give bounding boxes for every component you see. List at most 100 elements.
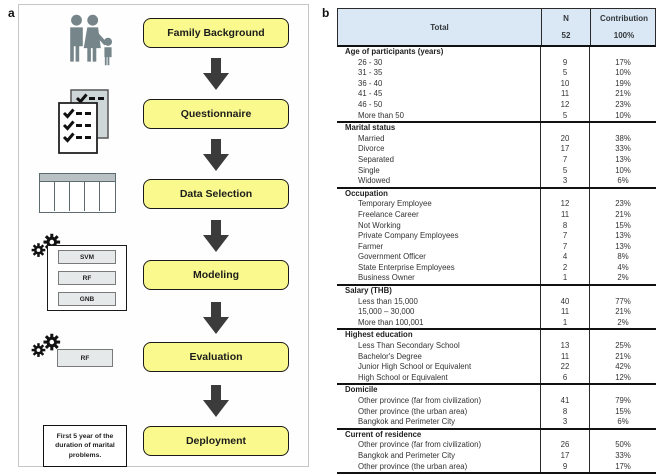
cell-n: 2 <box>540 262 590 274</box>
cell-n: 12 <box>540 199 590 210</box>
cell-n: 4 <box>540 252 590 263</box>
cell-n: 17 <box>540 450 590 462</box>
cell-c: 33% <box>615 144 631 154</box>
cell-label: State Enterprise Employees <box>358 262 455 272</box>
cell-label: Bangkok and Perimeter City <box>358 417 456 427</box>
cell-c: 19% <box>615 78 631 88</box>
col-header-total: Total <box>430 22 449 32</box>
cell-label: 15,000 – 30,000 <box>358 307 415 317</box>
model-chip-gnb: GNB <box>58 292 116 306</box>
down-arrow-icon <box>203 385 229 417</box>
cell-c: 38% <box>615 133 631 143</box>
cell-c: 21% <box>615 351 631 361</box>
cell-label: Temporary Employee <box>358 199 432 209</box>
flow-step-questionnaire: Questionnaire <box>143 99 289 129</box>
cell-n: 5 <box>540 68 590 79</box>
cell-label: Private Company Employees <box>358 231 459 241</box>
cell-label: Divorce <box>358 144 385 154</box>
cell-label: Not Working <box>358 220 401 230</box>
data-table-icon <box>39 173 116 213</box>
cell-c: 23% <box>615 99 631 109</box>
cell-n: 5 <box>540 110 590 122</box>
cell-label: Age of participants (years) <box>345 47 444 56</box>
cell-label: Junior High School or Equivalent <box>358 362 472 372</box>
cell-n: 3 <box>540 176 590 187</box>
flowchart-panel: Family Background Questionnaire Data Sel… <box>18 4 309 467</box>
table-row: Freelance Career 11 21% <box>337 209 656 221</box>
cell-c: 21% <box>615 307 631 317</box>
cell-label: Government Officer <box>358 252 426 262</box>
cell-c: 4% <box>617 262 629 272</box>
down-arrow-icon <box>203 58 229 90</box>
cell-c: 23% <box>615 199 631 209</box>
cell-label: Occupation <box>345 188 388 198</box>
table-row: Other province (far from civilization)26… <box>337 440 656 451</box>
cell-n <box>540 385 590 396</box>
cell-n <box>540 188 590 200</box>
down-arrow-icon <box>203 302 229 334</box>
checklist-icon <box>58 89 109 154</box>
cell-label: Other province (the urban area) <box>358 406 468 416</box>
cell-c: 21% <box>615 209 631 219</box>
cell-label: 26 - 30 <box>358 57 383 67</box>
cell-label: 36 - 40 <box>358 78 383 88</box>
cell-label: Other province (the urban area) <box>358 461 468 471</box>
cell-n <box>540 429 590 441</box>
table-section-title-row: Domicile <box>337 385 656 396</box>
cell-label: Other province (far from civilization) <box>358 396 482 405</box>
cell-c <box>590 330 656 341</box>
cell-n: 11 <box>540 89 590 100</box>
cell-label: Less Than Secondary School <box>358 341 460 351</box>
table-header: Total N 52 Contribution 100% <box>337 8 656 47</box>
cell-c: 25% <box>615 341 631 351</box>
cell-label: More than 100,001 <box>358 317 424 327</box>
panel-b-label: b <box>322 6 330 20</box>
cell-n: 12 <box>540 99 590 111</box>
cell-n: 5 <box>540 165 590 177</box>
flow-step-modeling: Modeling <box>143 260 289 290</box>
total-n-value: 52 <box>561 31 571 40</box>
table-section-title-row: Age of participants (years) <box>337 47 656 58</box>
cell-label: Marital status <box>345 123 396 133</box>
cell-n: 9 <box>540 461 590 473</box>
table-row: Less Than Secondary School 13 25% <box>337 341 656 352</box>
cell-n: 26 <box>540 440 590 451</box>
flow-step-deployment: Deployment <box>143 426 289 456</box>
cell-n: 10 <box>540 78 590 90</box>
cell-c: 12% <box>615 372 631 382</box>
cell-n <box>540 286 590 297</box>
cell-label: Freelance Career <box>358 209 419 219</box>
cell-label: Married <box>358 133 385 143</box>
flow-step-evaluation: Evaluation <box>143 342 289 372</box>
cell-n: 1 <box>540 317 590 329</box>
cell-c: 79% <box>615 396 631 405</box>
cell-n: 11 <box>540 209 590 221</box>
cell-c: 15% <box>615 220 631 230</box>
table-section-title-row: Marital status <box>337 123 656 134</box>
cell-n: 7 <box>540 241 590 253</box>
cell-c: 6% <box>617 417 629 427</box>
cell-c <box>590 286 656 297</box>
evaluation-model-chip-rf: RF <box>57 349 113 367</box>
cell-n: 13 <box>540 341 590 352</box>
cell-c <box>590 385 656 396</box>
cell-label: Business Owner <box>358 273 415 283</box>
